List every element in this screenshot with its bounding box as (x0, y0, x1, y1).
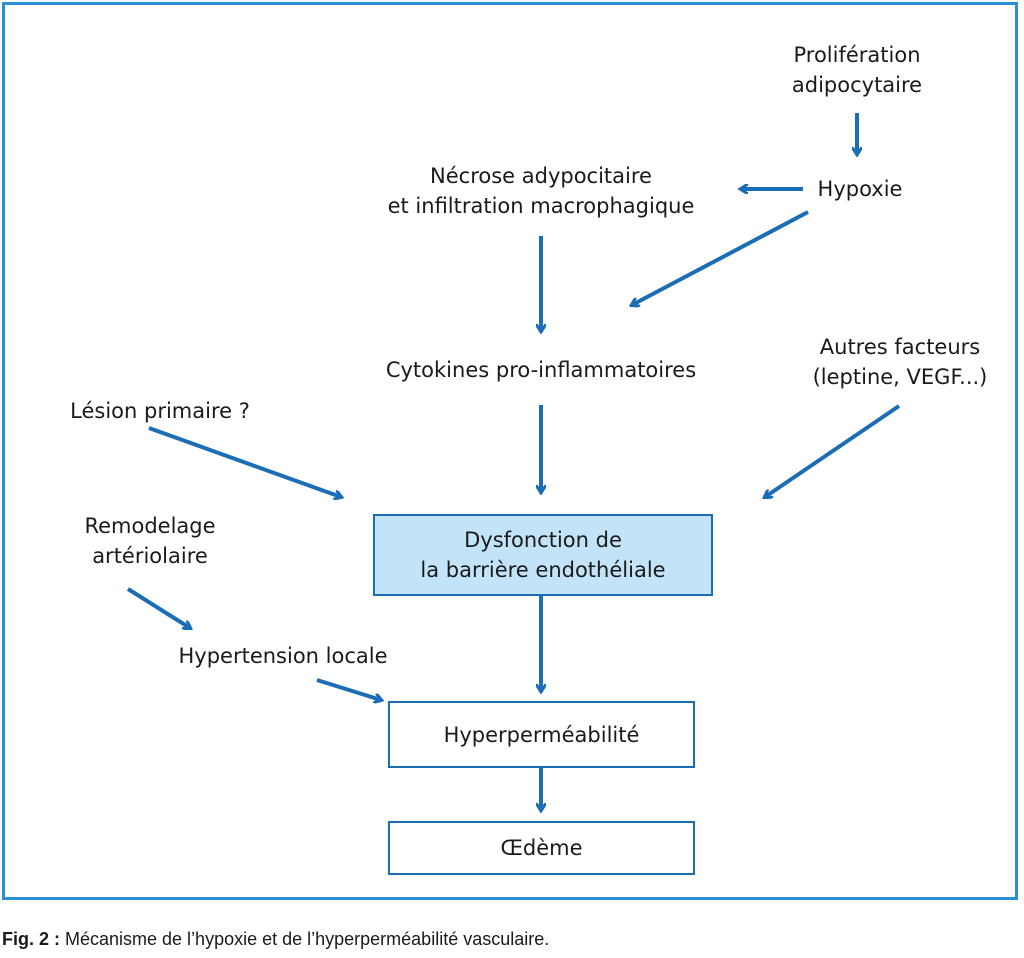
node-dysfonction-line2: la barrière endothéliale (420, 558, 666, 582)
node-autres-line2: (leptine, VEGF...) (812, 365, 988, 389)
caption-text: Mécanisme de l’hypoxie et de l’hyperperm… (60, 929, 550, 949)
caption-label: Fig. 2 : (2, 929, 60, 949)
node-hypertension: Hypertension locale (178, 644, 388, 668)
node-remodelage-line1: Remodelage (84, 514, 216, 538)
node-hyperpermeabilite: Hyperperméabilité (388, 701, 695, 768)
figure-caption: Fig. 2 : Mécanisme de l’hypoxie et de l’… (2, 929, 549, 950)
node-remodelage-line2: artériolaire (92, 544, 208, 568)
arrow-hypoxie-cytokines (632, 210, 809, 305)
arrow-hypertension-hyperpermeabilite (316, 678, 381, 700)
node-necrose-line2: et infiltration macrophagique (387, 194, 695, 218)
node-proliferation-line2: adipocytaire (791, 73, 923, 97)
node-lesion: Lésion primaire ? (70, 399, 250, 423)
node-hypoxie: Hypoxie (817, 177, 903, 201)
node-dysfonction-line1: Dysfonction de (464, 528, 622, 552)
node-proliferation: Prolifération adipocytaire (772, 40, 942, 100)
node-cytokines: Cytokines pro-inflammatoires (385, 358, 697, 382)
arrow-lesion-dysfonction (148, 426, 341, 497)
node-proliferation-line1: Prolifération (793, 43, 921, 67)
node-necrose-line1: Nécrose adypocitaire (430, 164, 652, 188)
node-oedeme: Œdème (388, 821, 695, 875)
figure-frame (2, 2, 1018, 900)
node-dysfonction: Dysfonction de la barrière endothéliale (373, 514, 713, 596)
node-autres-line1: Autres facteurs (819, 335, 981, 359)
arrow-remodelage-hypertension (126, 587, 190, 628)
node-necrose: Nécrose adypocitaire et infiltration mac… (371, 161, 711, 221)
arrow-autres-dysfonction (765, 404, 901, 497)
node-autres: Autres facteurs (leptine, VEGF...) (790, 332, 1010, 392)
node-remodelage: Remodelage artériolaire (60, 511, 240, 571)
